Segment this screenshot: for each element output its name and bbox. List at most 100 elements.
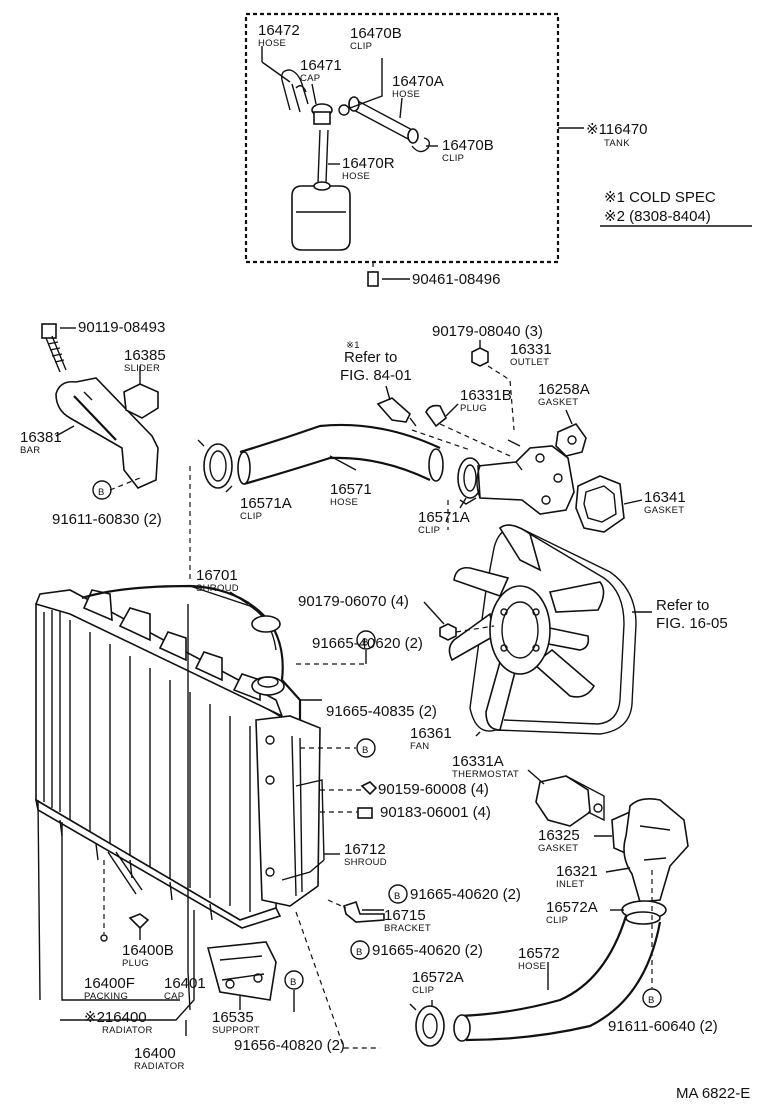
svg-text:CLIP: CLIP [418, 525, 440, 536]
figure-id: MA 6822-E [676, 1085, 750, 1102]
label-16400b: 16400B [122, 942, 174, 959]
label-16571: 16571 [330, 481, 372, 498]
label-16258a: 16258A [538, 381, 590, 398]
svg-text:RADIATOR: RADIATOR [134, 1061, 185, 1072]
svg-text:SLIDER: SLIDER [124, 363, 160, 374]
svg-text:HOSE: HOSE [392, 89, 420, 100]
label-16572a-left: 16572A [412, 969, 464, 986]
svg-text:HOSE: HOSE [518, 961, 546, 972]
lower-hose-group [409, 769, 689, 1047]
clip-16571a-left [203, 443, 233, 489]
label-16572a-right: 16572A [546, 899, 598, 916]
label-91656: 91656-40820 (2) [234, 1037, 345, 1054]
label-16400: 16400 [134, 1045, 176, 1062]
label-16701: 16701 [196, 567, 238, 584]
note-date-range: ※2 (8308-8404) [604, 208, 711, 225]
svg-text:SUPPORT: SUPPORT [212, 1025, 260, 1036]
label-216400: ※216400 [84, 1009, 147, 1026]
label-90179-08040: 90179-08040 (3) [432, 323, 543, 340]
cap-16401 [251, 676, 285, 696]
svg-text:CAP: CAP [300, 73, 320, 84]
label-16715: 16715 [384, 907, 426, 924]
support-16535 [206, 941, 277, 1001]
label-16470b-top: 16470B [350, 25, 402, 42]
label-16331: 16331 [510, 341, 552, 358]
svg-text:GASKET: GASKET [644, 505, 684, 516]
label-90461: 90461-08496 [412, 271, 500, 288]
svg-text:HOSE: HOSE [342, 171, 370, 182]
label-16572: 16572 [518, 945, 560, 962]
bar-16381 [55, 377, 159, 489]
label-16712: 16712 [344, 841, 386, 858]
b-mark: B [394, 891, 401, 902]
ref1-mark: ※1 [346, 340, 360, 351]
b-mark: B [362, 745, 369, 756]
label-90179-06070: 90179-06070 (4) [298, 593, 409, 610]
label-90119: 90119-08493 [78, 319, 165, 336]
b-marks: B B B B B B B [92, 480, 662, 1008]
ref2-line2: FIG. 16-05 [656, 615, 728, 632]
labels: 16472 HOSE 16470B CLIP 16471 CAP 16470A … [20, 22, 752, 1102]
gasket-16341 [575, 475, 625, 533]
label-16341: 16341 [644, 489, 686, 506]
gasket-16258a [555, 423, 587, 457]
label-16535: 16535 [212, 1009, 254, 1026]
svg-text:TANK: TANK [604, 138, 630, 149]
label-16361: 16361 [410, 725, 452, 742]
label-16470b: 16470B [442, 137, 494, 154]
label-116470: ※116470 [586, 121, 648, 138]
svg-text:PACKING: PACKING [84, 991, 128, 1002]
clip-16572a-left [415, 1005, 445, 1047]
label-90183: 90183-06001 (4) [380, 804, 491, 821]
plug-16331b [425, 404, 448, 428]
outlet-group [189, 340, 643, 580]
label-91611-60640: 91611-60640 (2) [608, 1018, 718, 1035]
svg-text:HOSE: HOSE [258, 38, 286, 49]
label-16331b: 16331B [460, 387, 512, 404]
b-mark: B [98, 487, 105, 498]
fan-group [423, 524, 652, 737]
reserve-tank [291, 185, 351, 251]
b-mark: B [362, 637, 369, 648]
label-91665-40620-c: 91665-40620 (2) [372, 942, 483, 959]
label-16470a: 16470A [392, 73, 444, 90]
svg-text:GASKET: GASKET [538, 397, 578, 408]
svg-text:OUTLET: OUTLET [510, 357, 549, 368]
label-16381: 16381 [20, 429, 62, 446]
svg-text:SHROUD: SHROUD [196, 583, 239, 594]
svg-text:CLIP: CLIP [240, 511, 262, 522]
label-16325: 16325 [538, 827, 580, 844]
hose-16470a [349, 99, 417, 141]
svg-text:INLET: INLET [556, 879, 584, 890]
shroud-16712 [281, 779, 325, 881]
svg-text:PLUG: PLUG [122, 958, 149, 969]
label-91665-40835: 91665-40835 (2) [326, 703, 437, 720]
svg-text:CLIP: CLIP [350, 41, 372, 52]
svg-text:SHROUD: SHROUD [344, 857, 387, 868]
hose-16572 [459, 915, 662, 1042]
label-16470r: 16470R [342, 155, 395, 172]
svg-text:PLUG: PLUG [460, 403, 487, 414]
b-mark: B [648, 995, 655, 1006]
reserve-tank-group [244, 12, 584, 287]
bar-group [41, 323, 159, 491]
inlet-16321 [623, 798, 689, 903]
svg-text:THERMOSTAT: THERMOSTAT [452, 769, 519, 780]
side-fasteners [206, 663, 385, 1049]
outlet-16331 [477, 445, 575, 515]
b-mark: B [290, 977, 297, 988]
label-16321: 16321 [556, 863, 598, 880]
b-mark: B [356, 947, 363, 958]
label-91611-60830: 91611-60830 (2) [52, 511, 162, 528]
svg-text:CLIP: CLIP [546, 915, 568, 926]
label-16385: 16385 [124, 347, 166, 364]
label-16401: 16401 [164, 975, 206, 992]
svg-text:RADIATOR: RADIATOR [102, 1025, 153, 1036]
ref1-line2: FIG. 84-01 [340, 367, 412, 384]
ref1-line1: Refer to [344, 349, 397, 366]
ref2-line1: Refer to [656, 597, 709, 614]
label-16331a: 16331A [452, 753, 504, 770]
tank-kit-box [244, 12, 560, 264]
